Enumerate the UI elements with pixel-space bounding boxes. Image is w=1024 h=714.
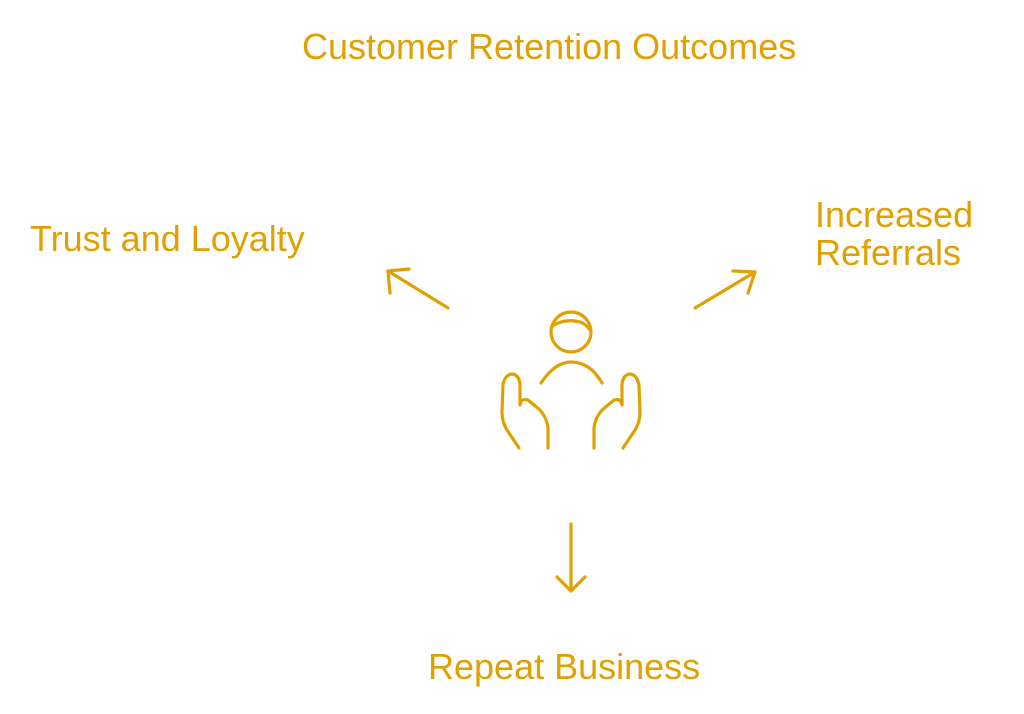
arrow-to-trust-loyalty [386, 267, 450, 310]
outcome-repeat-business: Repeat Business [428, 646, 701, 687]
customer-in-hands-icon [500, 310, 642, 450]
arrow-to-repeat-business [555, 522, 587, 593]
left-hand-inner [518, 397, 550, 450]
person-shoulders [539, 360, 604, 385]
left-hand-outer [500, 372, 522, 450]
outcome-increased-referrals: Increased Referrals [815, 196, 1015, 272]
person-head [549, 310, 593, 354]
outcome-trust-loyalty: Trust and Loyalty [30, 218, 305, 259]
right-hand-outer [620, 372, 642, 450]
person-hair [550, 319, 592, 332]
outcome-referrals-line1: Increased [815, 194, 974, 235]
outcome-referrals-line2: Referrals [815, 232, 962, 273]
arrow-to-increased-referrals [693, 269, 757, 310]
right-hand-inner [592, 397, 624, 450]
diagram-title: Customer Retention Outcomes [302, 26, 797, 67]
